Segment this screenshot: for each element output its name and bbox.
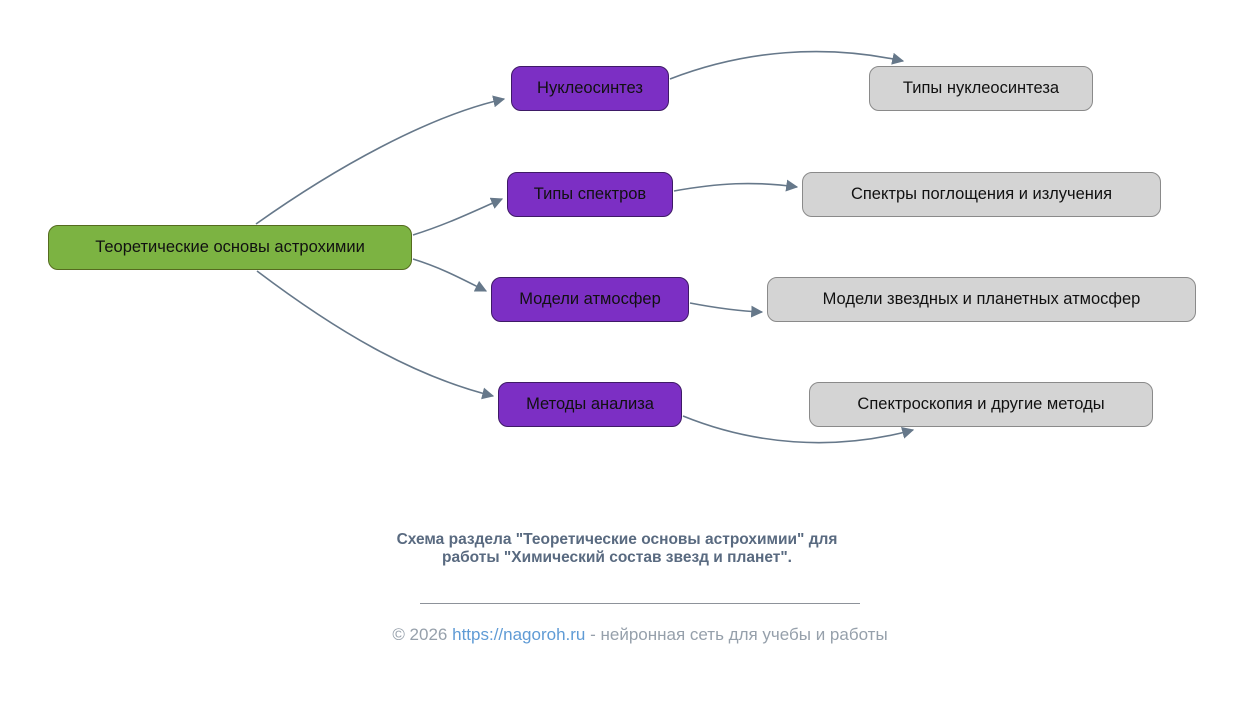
- node-spectra-types: Типы спектров: [507, 172, 673, 217]
- footer-tagline: - нейронная сеть для учебы и работы: [585, 625, 888, 644]
- node-stellar-planetary-atmosphere-models: Модели звездных и планетных атмосфер: [767, 277, 1196, 322]
- node-nucleosynthesis: Нуклеосинтез: [511, 66, 669, 111]
- diagram-caption: Схема раздела "Теоретические основы астр…: [396, 531, 838, 566]
- node-analysis-methods: Методы анализа: [498, 382, 682, 427]
- footer-credit: © 2026 https://nagoroh.ru - нейронная се…: [18, 625, 1244, 645]
- footer-site-link[interactable]: https://nagoroh.ru: [452, 625, 586, 644]
- edge-root-to-atmosphere-models: [412, 258, 488, 292]
- node-spectroscopy-other-methods: Спектроскопия и другие методы: [809, 382, 1153, 427]
- node-nucleosynthesis-types: Типы нуклеосинтеза: [869, 66, 1093, 111]
- node-root-theoretical-foundations: Теоретические основы астрохимии: [48, 225, 412, 270]
- edge-root-to-analysis-methods: [256, 270, 495, 400]
- divider-line: [420, 603, 860, 604]
- node-atmosphere-models: Модели атмосфер: [491, 277, 689, 322]
- edge-spectra-to-absorption: [673, 179, 799, 192]
- node-absorption-emission-spectra: Спектры поглощения и излучения: [802, 172, 1161, 217]
- footer-copyright: © 2026: [392, 625, 453, 644]
- edge-root-to-nucleosynthesis: [255, 95, 506, 225]
- edge-atmosphere-to-stellar: [689, 302, 764, 318]
- edge-root-to-spectra-types: [412, 197, 504, 236]
